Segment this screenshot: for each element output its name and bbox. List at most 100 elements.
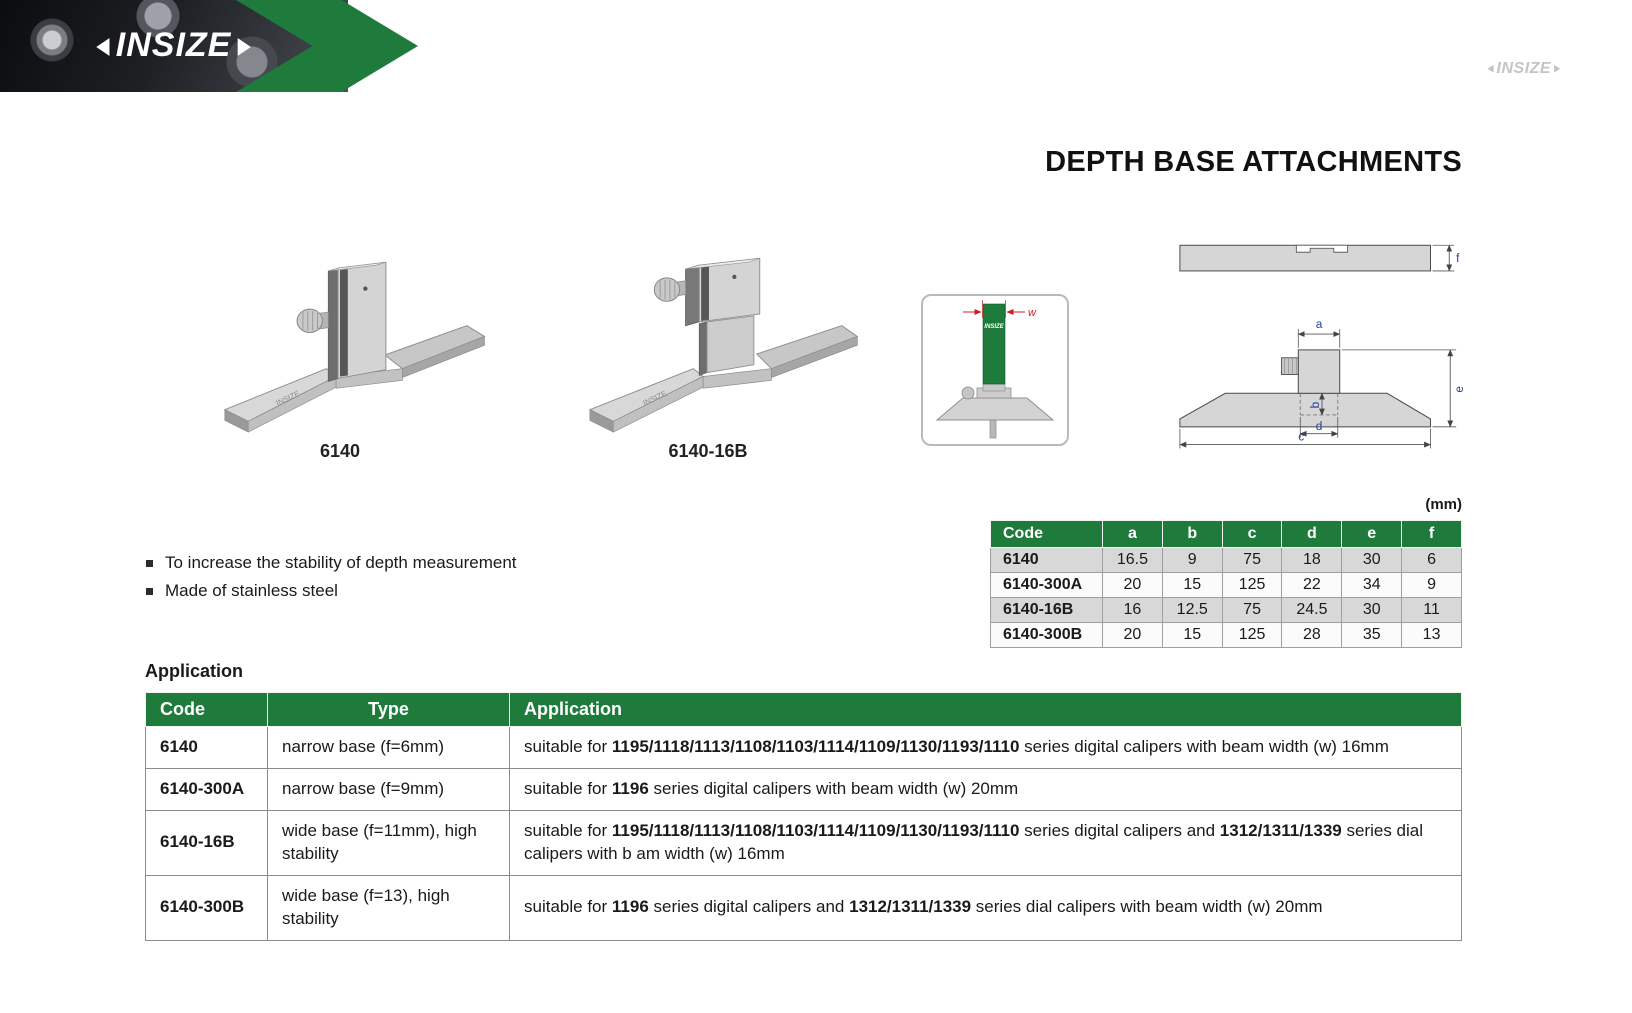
feature-text: To increase the stability of depth measu… — [165, 553, 517, 572]
dim-value-cell: 11 — [1401, 597, 1462, 623]
type-cell: narrow base (f=9mm) — [267, 767, 510, 811]
product-plate — [327, 261, 387, 382]
product-knob — [653, 277, 686, 302]
dim-value-cell: 13 — [1401, 622, 1462, 648]
dim-value-cell: 24.5 — [1281, 597, 1343, 623]
dim-table-header-cell: a — [1102, 520, 1163, 548]
code-cell: 6140-300B — [990, 622, 1103, 648]
logo-left-arrow-icon: ◄ — [1485, 61, 1496, 77]
dim-value-cell: 18 — [1281, 547, 1343, 573]
code-cell: 6140-300B — [145, 874, 268, 941]
dim-table-header-cell: d — [1281, 520, 1343, 548]
type-cell: wide base (f=11mm), high stability — [267, 809, 510, 876]
code-cell: 6140-300A — [145, 767, 268, 811]
product-label-6140-16b: 6140-16B — [668, 441, 748, 461]
dim-value-cell: 35 — [1341, 622, 1403, 648]
application-cell: suitable for 1196 series digital caliper… — [509, 767, 1462, 811]
dim-label-f: f — [1456, 251, 1460, 265]
page-title: DEPTH BASE ATTACHMENTS — [1045, 146, 1462, 178]
product-photo-6140-16b: INSIZE — [588, 257, 859, 433]
code-cell: 6140-300A — [990, 572, 1103, 598]
product-base — [223, 325, 486, 433]
dim-label-d: d — [1316, 419, 1323, 433]
code-cell: 6140-16B — [990, 597, 1103, 623]
dim-value-cell: 15 — [1161, 622, 1223, 648]
dim-value-cell: 16.5 — [1102, 547, 1163, 573]
dim-value-cell: 75 — [1221, 597, 1283, 623]
code-cell: 6140 — [145, 726, 268, 769]
feature-item: Made of stainless steel — [146, 581, 517, 601]
beam-width-diagram: INSIZE w — [921, 294, 1069, 446]
product-knob — [296, 308, 329, 334]
logo-right-arrow-icon: ► — [1552, 61, 1562, 77]
dim-value-cell: 28 — [1281, 622, 1343, 648]
dim-value-cell: 16 — [1102, 597, 1163, 623]
dim-value-cell: 34 — [1341, 572, 1403, 598]
logo-text: INSIZE — [1496, 60, 1552, 77]
dim-label-b: b — [1308, 401, 1322, 408]
type-cell: wide base (f=13), high stability — [267, 874, 510, 941]
feature-list: To increase the stability of depth measu… — [146, 553, 517, 609]
dim-table-header-cell: Code — [990, 520, 1103, 548]
app-table-header-cell: Code — [145, 692, 268, 727]
product-base — [588, 325, 859, 433]
clamp-knob — [961, 386, 975, 400]
code-cell: 6140-16B — [145, 809, 268, 876]
product-label-6140: 6140 — [319, 441, 361, 461]
caliper-beam — [982, 303, 1006, 385]
application-cell: suitable for 1195/1118/1113/1108/1103/11… — [509, 726, 1462, 769]
square-bullet-icon — [146, 587, 153, 595]
insize-logo: ◄ INSIZE ► — [92, 26, 255, 65]
dimension-drawing: f a b e d c — [1179, 244, 1466, 449]
dim-label-e: e — [1452, 386, 1466, 393]
feature-text: Made of stainless steel — [165, 581, 338, 600]
dim-label-w: w — [1028, 307, 1037, 319]
logo-text: INSIZE — [115, 26, 232, 64]
product-plate — [698, 315, 755, 376]
dim-value-cell: 20 — [1102, 622, 1163, 648]
caliper-logo: INSIZE — [984, 324, 1004, 330]
dim-value-cell: 30 — [1341, 547, 1403, 573]
dim-label-a: a — [1316, 317, 1323, 331]
dim-value-cell: 12.5 — [1161, 597, 1223, 623]
product-clamp-block — [685, 257, 761, 327]
app-table-header-cell: Type — [267, 692, 510, 727]
dim-value-cell: 125 — [1221, 622, 1283, 648]
dim-table-header-cell: f — [1401, 520, 1462, 548]
dim-value-cell: 20 — [1102, 572, 1163, 598]
square-bullet-icon — [146, 559, 153, 567]
feature-item: To increase the stability of depth measu… — [146, 553, 517, 573]
dim-value-cell: 9 — [1161, 547, 1223, 573]
dim-value-cell: 75 — [1221, 547, 1283, 573]
code-cell: 6140 — [990, 547, 1103, 573]
app-table-header-cell: Application — [509, 692, 1462, 727]
application-cell: suitable for 1196 series digital caliper… — [509, 874, 1462, 941]
dim-value-cell: 6 — [1401, 547, 1462, 573]
logo-right-arrow-icon: ► — [233, 27, 256, 62]
dim-table-header-cell: e — [1341, 520, 1403, 548]
insize-logo-small: ◄ INSIZE ► — [1486, 60, 1562, 78]
product-photo-6140: INSIZE — [223, 261, 486, 433]
dim-value-cell: 125 — [1221, 572, 1283, 598]
dim-value-cell: 15 — [1161, 572, 1223, 598]
unit-label: (mm) — [1425, 496, 1462, 513]
type-cell: narrow base (f=6mm) — [267, 726, 510, 769]
dim-table-header-cell: c — [1221, 520, 1283, 548]
dim-table-header-cell: b — [1161, 520, 1223, 548]
logo-left-arrow-icon: ◄ — [92, 27, 114, 62]
application-cell: suitable for 1195/1118/1113/1108/1103/11… — [509, 809, 1462, 876]
dim-value-cell: 30 — [1341, 597, 1403, 623]
application-heading: Application — [145, 661, 243, 681]
